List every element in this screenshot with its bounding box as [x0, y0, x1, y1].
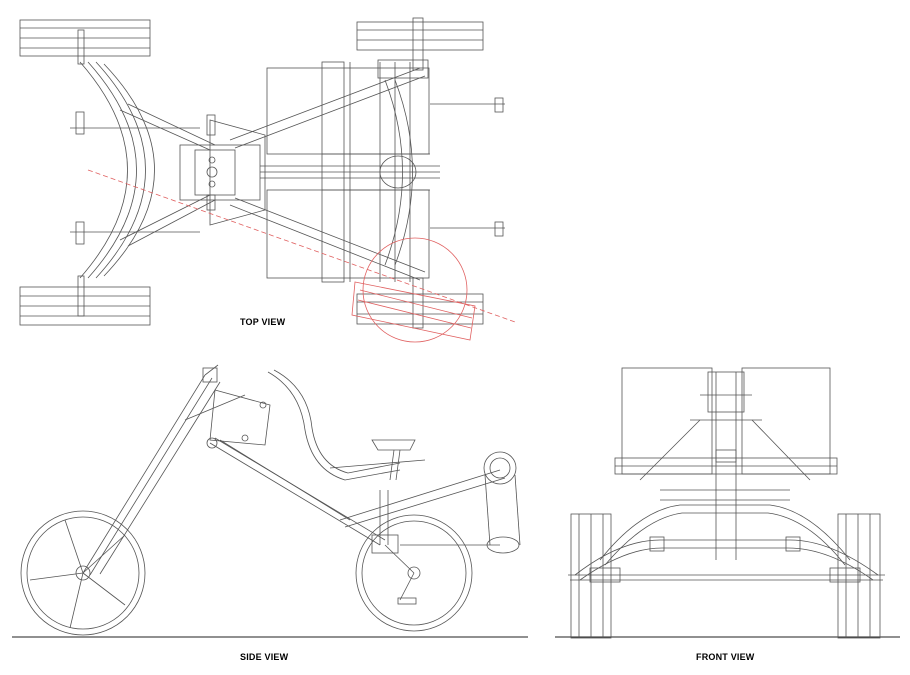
side-view-label: SIDE VIEW	[240, 652, 289, 662]
top-steering-overlay	[87, 169, 516, 343]
front-left-wheel	[570, 513, 621, 639]
front-right-wheel	[829, 513, 881, 639]
top-seat-boxes	[266, 61, 430, 283]
top-view-drawing	[19, 17, 516, 343]
side-long-fork	[82, 364, 271, 576]
top-rear-curved-frame	[70, 61, 200, 279]
front-arched-axle	[568, 419, 885, 581]
side-view-drawing	[12, 364, 528, 638]
top-left-rear-wheel-upper	[19, 19, 151, 65]
top-center-struts	[119, 103, 266, 247]
front-view-label: FRONT VIEW	[696, 652, 755, 662]
side-seat	[329, 439, 426, 481]
top-front-wheel-lower	[356, 277, 484, 329]
side-handlebar	[267, 369, 401, 481]
front-center-column	[690, 371, 762, 560]
side-front-wheel	[355, 514, 473, 632]
front-seat-backs	[614, 367, 838, 475]
side-main-frame	[209, 437, 506, 605]
side-rear-wheel	[20, 510, 146, 636]
top-pedal-arms	[430, 97, 505, 237]
top-left-rear-wheel-lower	[19, 275, 151, 326]
top-main-frame-rails	[229, 67, 440, 281]
top-front-wheel-upper	[356, 17, 484, 79]
side-chain-drive	[400, 451, 521, 554]
top-view-label: TOP VIEW	[240, 317, 286, 327]
front-view-drawing	[555, 367, 900, 639]
